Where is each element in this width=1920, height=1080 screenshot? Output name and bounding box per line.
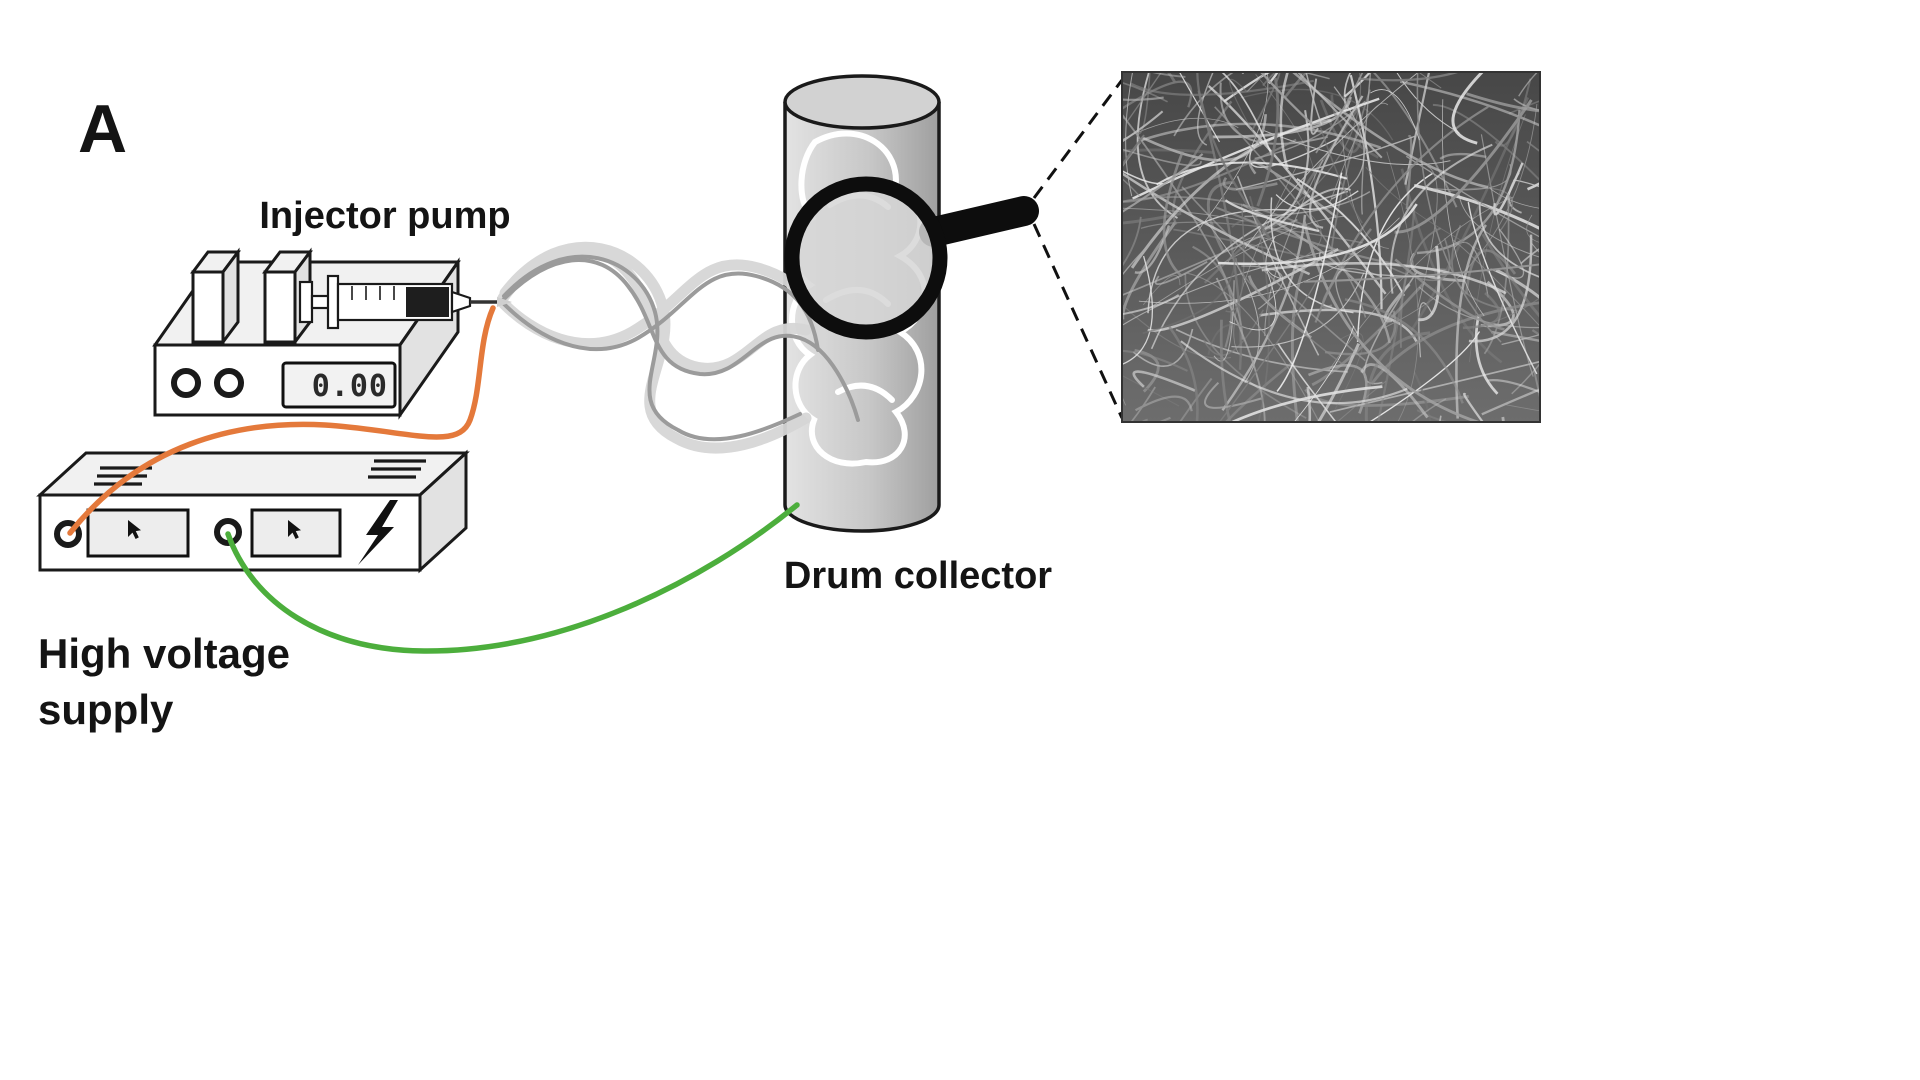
syringe-solution bbox=[406, 287, 449, 317]
syringe-flange bbox=[326, 274, 340, 330]
injector-pump-label: Injector pump bbox=[259, 195, 510, 237]
taylor-cone bbox=[497, 297, 512, 307]
pointer-arrow-icon bbox=[288, 520, 301, 539]
sem-fiber-texture bbox=[1122, 72, 1540, 422]
drum-collector-label: Drum collector bbox=[784, 555, 1052, 597]
syringe-taper bbox=[450, 290, 472, 314]
hvs-vents bbox=[94, 459, 426, 486]
panel-label: A bbox=[78, 91, 127, 167]
high-voltage-label-line2: supply bbox=[38, 686, 174, 733]
pump-knob-1 bbox=[171, 368, 201, 398]
syringe-graduations bbox=[351, 286, 395, 300]
pump-clamp-blocks bbox=[190, 247, 313, 347]
magnifier-icon bbox=[784, 176, 1039, 340]
hvs-meter-1 bbox=[86, 508, 190, 558]
drum-top bbox=[783, 74, 941, 130]
magnifier-lens bbox=[784, 176, 948, 340]
hvs-top-face bbox=[36, 451, 470, 497]
syringe-plunger-handle bbox=[298, 280, 314, 324]
high-voltage-wire bbox=[67, 305, 496, 536]
high-voltage-label-line1: High voltage bbox=[38, 630, 290, 677]
injector-pump: 0.00 bbox=[152, 247, 512, 420]
pump-knob-2 bbox=[214, 368, 244, 398]
pump-display bbox=[281, 361, 397, 409]
ground-wire bbox=[225, 502, 800, 654]
pointer-arrow-icon bbox=[128, 520, 141, 539]
high-voltage-supply bbox=[36, 449, 470, 574]
pump-display-value: 0.00 bbox=[312, 369, 388, 404]
syringe bbox=[298, 274, 512, 330]
callout-dashed-lines bbox=[1032, 79, 1124, 419]
lightning-icon bbox=[358, 500, 398, 565]
sem-image bbox=[1121, 71, 1541, 423]
magnifier-handle bbox=[919, 196, 1039, 247]
